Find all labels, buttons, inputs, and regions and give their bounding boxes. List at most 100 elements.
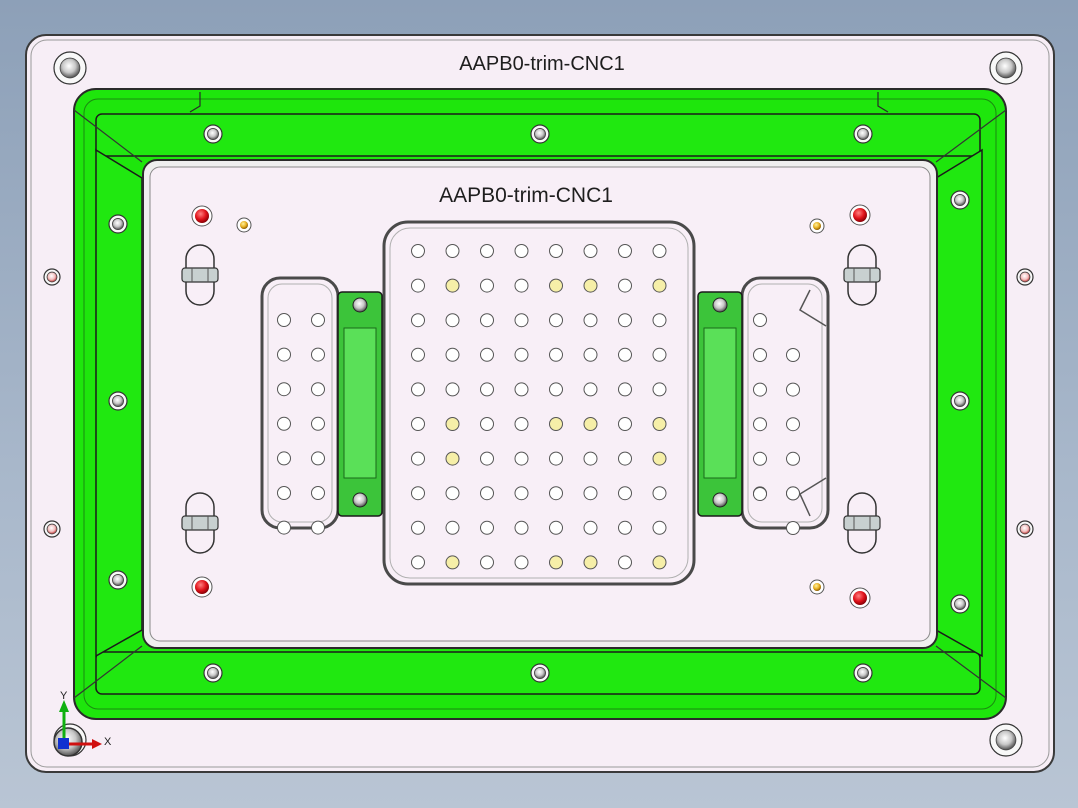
base-plate-inner-edge: [30, 39, 1050, 768]
yellow-pin-icon: [236, 217, 252, 233]
latch-icon[interactable]: [843, 492, 881, 554]
hole-icon: [277, 382, 291, 397]
yellow-hole-icon: [652, 278, 667, 293]
latch-icon[interactable]: [181, 492, 219, 554]
latch-icon[interactable]: [843, 244, 881, 306]
hole-icon: [514, 417, 529, 431]
hole-icon: [549, 382, 563, 397]
bolt-icon: [530, 124, 550, 144]
hole-icon: [514, 451, 529, 466]
hole-icon: [311, 486, 325, 500]
hole-icon: [652, 520, 667, 535]
yellow-hole-icon: [652, 555, 667, 570]
pink-bolt-icon: [43, 520, 61, 538]
hole-icon: [514, 244, 529, 258]
hole-icon: [445, 520, 460, 535]
hole-grid: [277, 244, 800, 570]
hole-icon: [445, 313, 460, 328]
hole-icon: [786, 417, 800, 432]
hole-icon: [411, 555, 425, 570]
hole-icon: [753, 348, 767, 362]
red-pin-icon: [849, 204, 871, 226]
bolt-icon: [108, 214, 128, 234]
yellow-hole-icon: [549, 278, 563, 293]
hole-icon: [618, 520, 632, 535]
pocket-center[interactable]: [382, 220, 696, 586]
bolt-icon: [530, 663, 550, 683]
hole-icon: [583, 451, 598, 466]
hole-icon: [618, 555, 632, 570]
hole-icon: [583, 347, 598, 362]
yellow-hole-icon: [445, 278, 460, 293]
bolt-icon: [853, 124, 873, 144]
hole-icon: [549, 313, 563, 328]
yellow-hole-icon: [652, 451, 667, 466]
hole-icon: [753, 451, 767, 466]
hole-icon: [311, 520, 325, 535]
hole-icon: [786, 348, 800, 362]
hole-icon: [311, 313, 325, 327]
yellow-hole-icon: [445, 451, 460, 466]
yellow-hole-icon: [445, 417, 460, 431]
hole-icon: [480, 555, 494, 570]
hole-icon: [652, 347, 667, 362]
yellow-pin-icon: [809, 218, 825, 234]
hole-icon: [277, 347, 291, 362]
hole-icon: [549, 520, 563, 535]
pink-bolt-icon: [43, 268, 61, 286]
hole-icon: [549, 451, 563, 466]
hole-icon: [277, 451, 291, 466]
hole-icon: [514, 313, 529, 328]
hole-icon: [753, 382, 767, 397]
hole-icon: [277, 416, 291, 431]
hole-icon: [514, 278, 529, 293]
bolt-icon: [108, 391, 128, 411]
pink-bolt-icon: [1016, 520, 1034, 538]
hole-icon: [480, 382, 494, 397]
hole-icon: [786, 382, 800, 397]
yellow-hole-icon: [583, 278, 598, 293]
red-pin-icon: [191, 576, 213, 598]
bolt-icon: [950, 190, 970, 210]
hole-icon: [480, 451, 494, 466]
hole-icon: [277, 486, 291, 500]
hole-icon: [583, 486, 598, 501]
hole-icon: [411, 313, 425, 328]
latch-icon[interactable]: [181, 244, 219, 306]
hole-icon: [311, 347, 325, 362]
yellow-hole-icon: [549, 555, 563, 570]
clamp-left[interactable]: [337, 291, 383, 517]
hole-icon: [583, 520, 598, 535]
hole-icon: [786, 486, 800, 501]
hole-icon: [652, 382, 667, 397]
hole-icon: [480, 347, 494, 362]
hole-icon: [618, 244, 632, 258]
hole-icon: [445, 244, 460, 258]
bolt-icon: [108, 570, 128, 590]
hole-icon: [277, 520, 291, 535]
hole-icon: [514, 520, 529, 535]
clamp-right[interactable]: [697, 291, 743, 517]
hole-icon: [549, 244, 563, 258]
hole-icon: [480, 313, 494, 328]
hole-icon: [445, 486, 460, 501]
yellow-hole-icon: [583, 417, 598, 431]
hole-icon: [618, 451, 632, 466]
hole-icon: [480, 278, 494, 293]
hole-icon: [753, 417, 767, 432]
hole-icon: [786, 521, 800, 535]
hole-icon: [411, 451, 425, 466]
hole-icon: [652, 313, 667, 328]
pocket-left[interactable]: [260, 276, 340, 530]
yellow-hole-icon: [652, 417, 667, 431]
latch-group: [181, 244, 881, 554]
bolt-icon: [989, 51, 1023, 85]
hole-icon: [753, 313, 767, 327]
yellow-hole-icon: [445, 555, 460, 570]
hole-icon: [445, 382, 460, 397]
pink-bolt-icon: [1016, 268, 1034, 286]
bolt-icon: [950, 594, 970, 614]
locator-pins: [191, 204, 871, 609]
inner-title: AAPB0-trim-CNC1: [439, 184, 613, 207]
